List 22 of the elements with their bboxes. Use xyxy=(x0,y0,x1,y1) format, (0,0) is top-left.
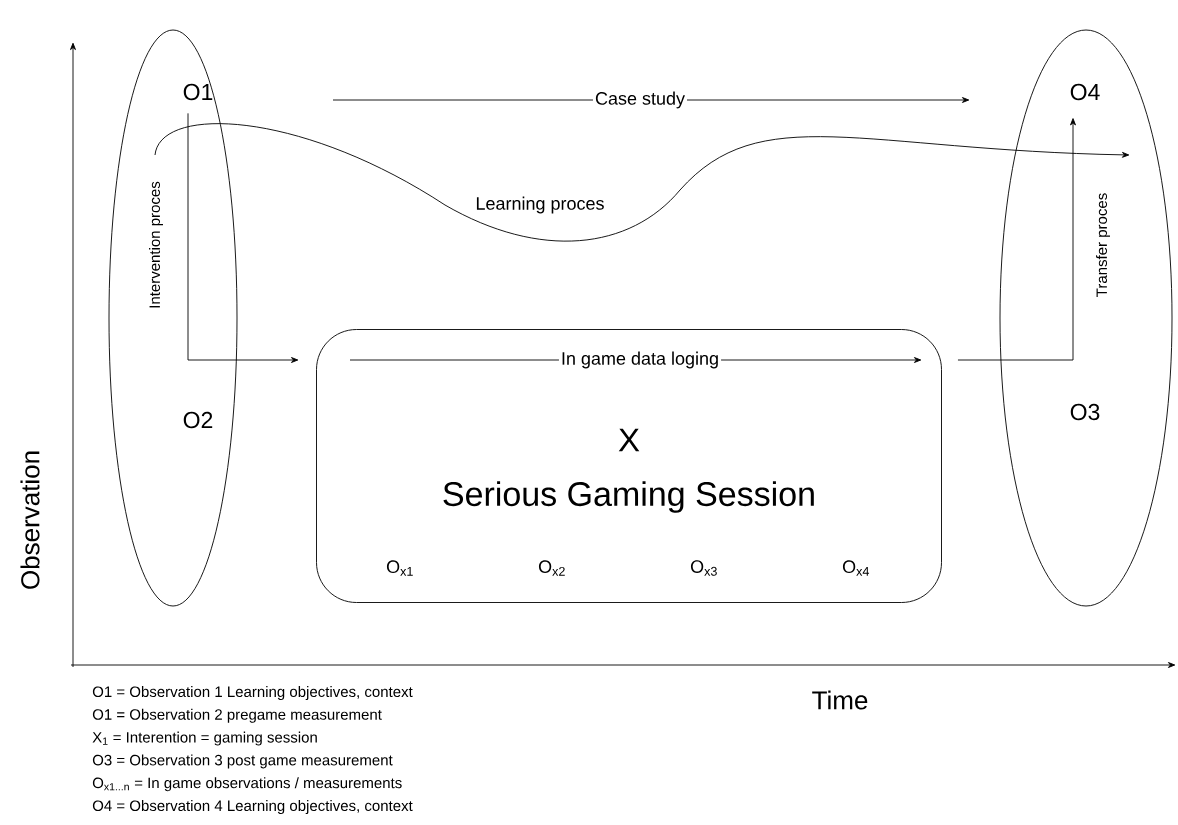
legend-note: O$_{x1...n}$ = In game observations / measurements xyxy=(92,777,402,792)
observation-label: O2 xyxy=(183,411,213,429)
edge-label: Transfer proces xyxy=(1094,190,1112,300)
observation-label: O3 xyxy=(1070,403,1100,421)
legend-note: O3 = Observation 3 post game measurement xyxy=(92,754,393,769)
arrow-label: In game data loging xyxy=(558,349,722,371)
legend-note: O1 = Observation 2 pregame measurement xyxy=(92,708,382,723)
legend-note: O4 = Observation 4 Learning objectives, context xyxy=(92,800,413,814)
arrow xyxy=(187,112,299,363)
arrow xyxy=(154,123,1130,242)
axis-title: Observation xyxy=(20,451,40,589)
observation-label: O1 xyxy=(183,83,213,101)
observation-label: O4 xyxy=(1070,83,1100,101)
ellipse-shape xyxy=(108,29,238,607)
legend-note: O1 = Observation 1 Learning objectives, context xyxy=(92,686,413,700)
arrow-label: Case study xyxy=(593,89,688,111)
edge-label: Learning proces xyxy=(473,194,607,216)
legend-note: X$_{1}$ = Interention = gaming session xyxy=(92,731,317,746)
ellipse-shape xyxy=(999,29,1173,607)
axis-title: Time xyxy=(812,690,868,710)
arrow xyxy=(957,118,1076,361)
edge-label: Intervention proces xyxy=(147,179,165,311)
